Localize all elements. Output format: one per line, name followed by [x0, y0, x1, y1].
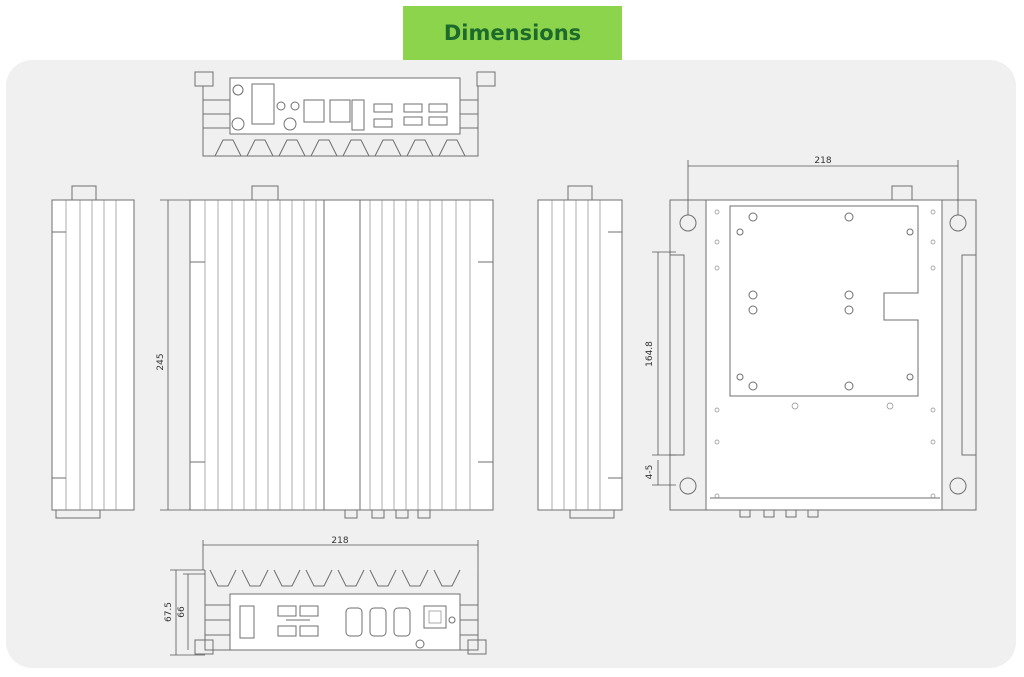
- dim-label-rear-width: 218: [331, 536, 348, 546]
- front-io-view: [194, 71, 496, 157]
- rear-io-view: [194, 569, 487, 655]
- audio-jack-icon: [276, 101, 286, 111]
- ground-screw-icon: [232, 84, 244, 96]
- dim-label-rear-height-outer: 67.5: [164, 602, 174, 622]
- mount-offset-dimension: 4-5: [645, 460, 676, 486]
- title-banner: Dimensions: [403, 6, 622, 60]
- usb-port: [428, 116, 448, 126]
- com-port: [345, 607, 363, 637]
- height-dimension: 245: [156, 199, 190, 511]
- power-port: [251, 83, 275, 125]
- usb-port: [299, 605, 319, 617]
- dim-label-mount-spacing: 164.8: [645, 341, 655, 367]
- rear-height-dimensions: 67.5 66: [164, 569, 205, 656]
- dim-label-rear-height-inner: 66: [177, 606, 187, 618]
- rear-fins: [209, 569, 461, 587]
- com-port: [369, 607, 387, 637]
- screw-icon: [448, 616, 456, 624]
- hdmi-port: [373, 103, 393, 113]
- right-side-view: [537, 185, 623, 519]
- dim-label-height: 245: [156, 353, 166, 370]
- screw-icon: [231, 117, 245, 131]
- power-button: [423, 605, 447, 629]
- top-view: [669, 185, 977, 518]
- mount-spacing-dimension: 164.8: [645, 251, 676, 456]
- screw-icon: [283, 117, 297, 131]
- front-fins: [214, 139, 466, 157]
- dim-label-top-width: 218: [814, 156, 831, 166]
- main-side-view: [189, 185, 494, 519]
- lan-port: [303, 99, 325, 123]
- usb-port: [277, 605, 297, 617]
- led-icon: [415, 639, 425, 649]
- usb-port: [277, 625, 297, 637]
- top-width-dimension: 218: [687, 156, 959, 215]
- mount-hole-icon: [949, 477, 967, 495]
- audio-jack-icon: [290, 101, 300, 111]
- usb-port: [428, 103, 448, 113]
- hdmi-port: [351, 99, 365, 131]
- mount-hole-icon: [679, 214, 697, 232]
- rear-width-dimension: 218: [202, 536, 479, 570]
- plate-screws: [736, 212, 914, 391]
- lan-port: [329, 99, 351, 123]
- mount-plate: [729, 205, 919, 397]
- dc-in-port: [239, 605, 255, 639]
- dim-label-mount-offset: 4-5: [645, 465, 655, 480]
- mount-hole-icon: [949, 214, 967, 232]
- usb-port: [403, 103, 423, 113]
- usb-port: [403, 116, 423, 126]
- displayport-port: [373, 118, 393, 128]
- mount-hole-icon: [679, 477, 697, 495]
- com-port: [393, 607, 411, 637]
- usb-port: [299, 625, 319, 637]
- page-title: Dimensions: [443, 21, 582, 45]
- left-side-view: [51, 185, 135, 519]
